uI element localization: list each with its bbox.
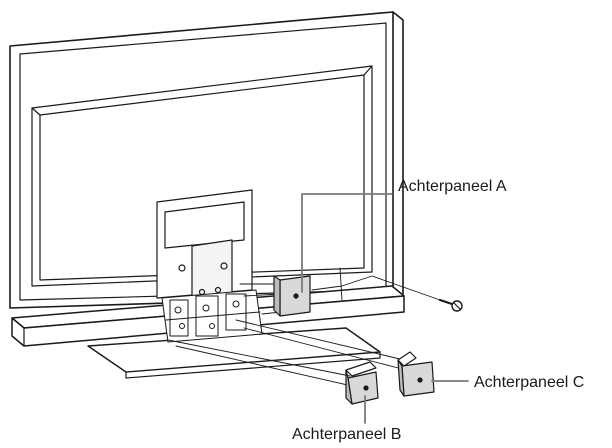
pedestal-foot-edge	[125, 351, 381, 379]
guide-line-b1	[167, 339, 351, 377]
hinge-detail-1	[165, 311, 261, 321]
rear-cover-c-top	[397, 351, 417, 367]
neck-screw-4	[214, 286, 222, 294]
callout-label-rear-panel-c: Achterpaneel C	[474, 374, 585, 391]
rear-cover-c-side	[397, 359, 405, 397]
neck-screw-1	[178, 264, 186, 272]
guide-line-b2	[175, 345, 353, 387]
guide-line-screw-2	[339, 267, 343, 301]
hinge-screw-1	[174, 306, 182, 314]
rear-cover-b	[345, 361, 379, 405]
screw-shaft	[438, 298, 454, 306]
rear-cover-b-top	[345, 361, 377, 377]
rear-cover-b-body	[347, 371, 379, 405]
tv-back-recess-inner	[39, 74, 365, 281]
assembly-guide-lines	[167, 267, 441, 387]
hinge-screw-3	[232, 300, 240, 308]
neck-screw-2	[220, 262, 228, 270]
rear-cover-b-side	[345, 369, 353, 405]
tv-back-recess-shade	[31, 107, 41, 116]
rear-cover-c-hole	[417, 377, 423, 383]
neck-inner	[164, 201, 245, 249]
tv-side-edge	[392, 11, 404, 295]
stand-neck	[156, 189, 253, 305]
rear-cover-a-side	[273, 275, 281, 317]
guide-line-c1	[235, 319, 405, 361]
guide-line-screw	[311, 275, 441, 301]
callout-label-rear-panel-b: Achterpaneel B	[292, 426, 402, 443]
leader-a	[301, 193, 393, 293]
hinge-mechanism	[161, 289, 301, 343]
guide-line-c2	[243, 327, 407, 371]
rear-cover-a	[273, 275, 311, 317]
rear-cover-c	[397, 351, 435, 397]
hinge-screw-5	[209, 323, 215, 329]
rear-cover-b-hole	[363, 385, 369, 391]
hinge-screw-4	[179, 323, 185, 329]
rear-cover-a-hole	[293, 293, 299, 299]
hinge-screw-2	[202, 304, 210, 312]
screw	[438, 298, 463, 312]
callout-leaders	[301, 193, 469, 424]
tv-back-recess-shade-2	[363, 65, 373, 76]
tv-back-recess	[31, 65, 373, 287]
hinge-part-3	[225, 293, 247, 331]
callout-label-rear-panel-a: Achterpaneel A	[398, 178, 507, 195]
screw-head-slot	[453, 302, 461, 310]
